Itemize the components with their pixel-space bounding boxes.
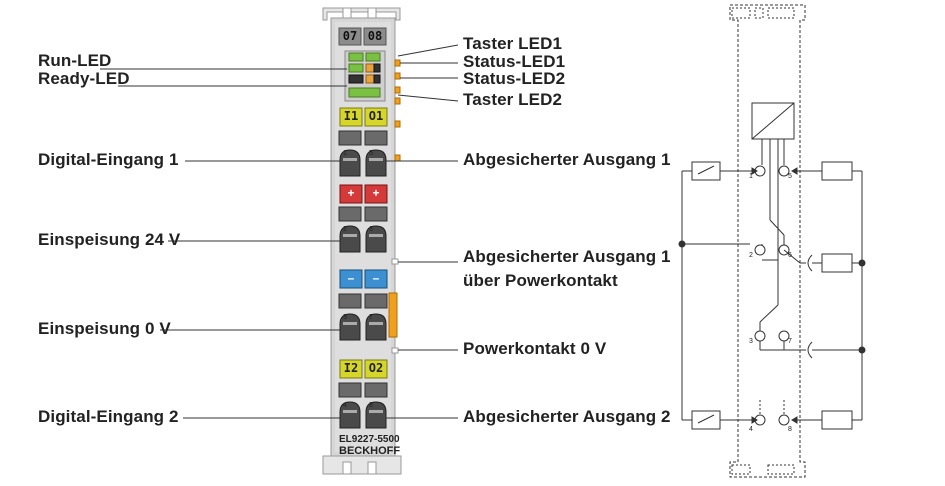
label-status-led1: Status-LED1	[463, 52, 566, 71]
module-terminal-6: 6	[369, 226, 373, 233]
schematic	[678, 4, 866, 478]
label-digital-input-2: Digital-Eingang 2	[38, 407, 179, 426]
module-terminal-2: 2	[343, 226, 347, 233]
module-terminal-1: 1	[343, 150, 347, 157]
label-supply-0v: Einspeisung 0 V	[38, 319, 171, 338]
module-terminal-8: 8	[369, 402, 373, 409]
schematic-terminal-1: 1	[749, 173, 753, 180]
module-terminal-3: 3	[343, 314, 347, 321]
module-model: EL9227-5500	[339, 434, 400, 445]
schematic-terminal-3: 3	[749, 338, 753, 345]
schematic-terminal-7: 7	[788, 338, 792, 345]
top-number-07: 07	[342, 29, 358, 43]
schematic-terminal-8: 8	[788, 426, 792, 433]
schematic-terminal-2: 2	[749, 252, 753, 259]
led-run	[348, 63, 364, 73]
minus-sign-right: –	[372, 271, 380, 285]
plus-sign-left: +	[347, 186, 355, 200]
led-run-top	[348, 52, 364, 62]
led-ready	[348, 74, 364, 84]
minus-sign-left: –	[347, 271, 355, 285]
schematic-terminal-6: 6	[788, 252, 792, 259]
label-protected-output-1-power-line1: Abgesicherter Ausgang 1	[463, 247, 671, 266]
channel-i2-label: I2	[343, 361, 359, 375]
leader-lines-right	[386, 44, 459, 419]
label-protected-output-2: Abgesicherter Ausgang 2	[463, 407, 671, 426]
channel-o2-label: O2	[368, 361, 384, 375]
terminal-module	[322, 7, 402, 475]
channel-o1-label: O1	[368, 109, 384, 123]
module-brand-logo: BECKHOFF	[339, 445, 401, 457]
plus-sign-right: +	[372, 186, 380, 200]
label-taster-led2: Taster LED2	[463, 90, 563, 109]
label-protected-output-1-power-line2: über Powerkontakt	[463, 271, 618, 290]
module-terminal-7: 7	[369, 314, 373, 321]
label-status-led2: Status-LED2	[463, 69, 566, 88]
label-taster-led1: Taster LED1	[463, 34, 563, 53]
label-ready-led: Ready-LED	[38, 69, 130, 88]
leader-lines-left	[100, 68, 347, 419]
schematic-terminal-5: 5	[788, 173, 792, 180]
label-supply-24v: Einspeisung 24 V	[38, 230, 181, 249]
label-power-contact-0v: Powerkontakt 0 V	[463, 339, 607, 358]
label-digital-input-1: Digital-Eingang 1	[38, 150, 179, 169]
module-terminal-5: 5	[369, 150, 373, 157]
label-protected-output-1: Abgesicherter Ausgang 1	[463, 150, 671, 169]
channel-i1-label: I1	[343, 109, 359, 123]
label-run-led: Run-LED	[38, 51, 112, 70]
top-number-08: 08	[367, 29, 383, 43]
schematic-terminal-4: 4	[749, 426, 753, 433]
module-terminal-4: 4	[343, 402, 347, 409]
